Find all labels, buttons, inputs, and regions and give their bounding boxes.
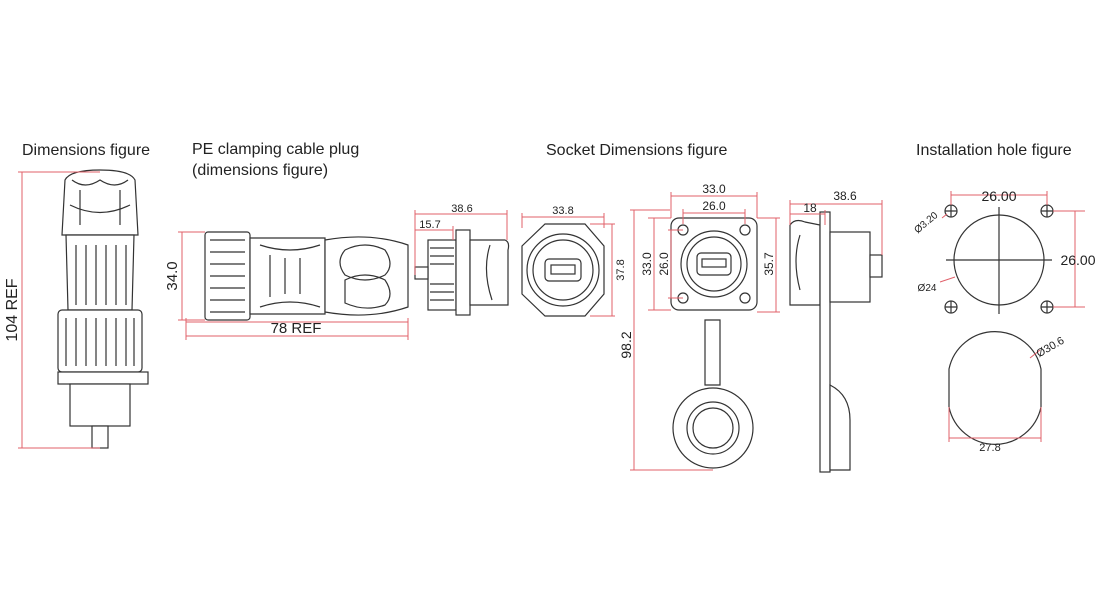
flange-hole-height-label: 26.0	[657, 252, 671, 276]
socket-front-drawing: 33.8 37.8	[521, 205, 627, 317]
socket-side-thread-label: 15.7	[419, 219, 440, 231]
plug-78-label: 78 REF	[271, 320, 322, 337]
title-dimensions-figure: Dimensions figure	[22, 142, 151, 159]
hole-spacing-y-label: 26.00	[1060, 252, 1095, 268]
title-pe-plug-sub: (dimensions figure)	[192, 162, 329, 179]
flange-side-depth-label: 18	[803, 201, 817, 215]
title-installation: Installation hole figure	[916, 142, 1072, 159]
mount-holes	[944, 204, 1054, 314]
flange-outer-width-label: 33.0	[702, 182, 726, 196]
socket-front-width-label: 33.8	[552, 205, 573, 217]
d-cut-flat-label: 27.8	[979, 442, 1000, 454]
plug-horizontal-drawing: 34.0 78 REF	[164, 231, 409, 340]
socket-side-drawing: 38.6 15.7	[414, 203, 510, 316]
socket-side-overall-label: 38.6	[451, 203, 472, 215]
plug-vertical-drawing: 104 REF	[4, 169, 149, 449]
flange-outer-height-label: 33.0	[640, 252, 654, 276]
socket-front-height-label: 37.8	[615, 259, 627, 280]
hole-spacing-x-label: 26.00	[981, 188, 1016, 204]
mount-hole-diameter-label: Ø3.20	[912, 210, 940, 236]
plug-length-label: 104 REF	[4, 278, 21, 341]
center-hole-diameter-label: Ø24	[918, 283, 937, 294]
flange-side-overall-label: 38.6	[833, 189, 857, 203]
flange-hole-width-label: 26.0	[702, 199, 726, 213]
d-cut-diameter-label: Ø30.6	[1035, 335, 1067, 360]
title-socket: Socket Dimensions figure	[546, 142, 728, 159]
flange-front-drawing: 33.0 26.0 33.0 26.0 35.7 98.2	[618, 182, 780, 471]
plug-diameter-label: 34.0	[164, 261, 181, 290]
flange-height-label: 35.7	[762, 252, 776, 276]
title-pe-plug: PE clamping cable plug	[192, 141, 360, 158]
flange-side-drawing: 38.6 18	[789, 189, 883, 473]
flange-total-height-label: 98.2	[618, 331, 634, 358]
installation-hole-drawing: 26.00 26.00 Ø3.20 Ø24 Ø30.6 27.8	[912, 188, 1095, 454]
